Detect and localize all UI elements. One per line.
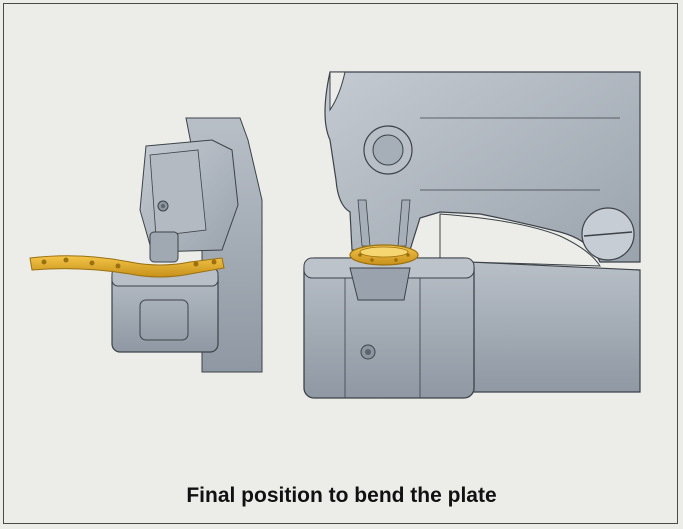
side-view-punch <box>149 231 179 263</box>
side-view-bone-plate <box>29 255 225 278</box>
figure-caption: Final position to bend the plate <box>186 484 497 507</box>
side-view-figure <box>29 117 263 373</box>
front-view-lower-body <box>469 261 641 393</box>
front-view-figure <box>303 71 641 399</box>
